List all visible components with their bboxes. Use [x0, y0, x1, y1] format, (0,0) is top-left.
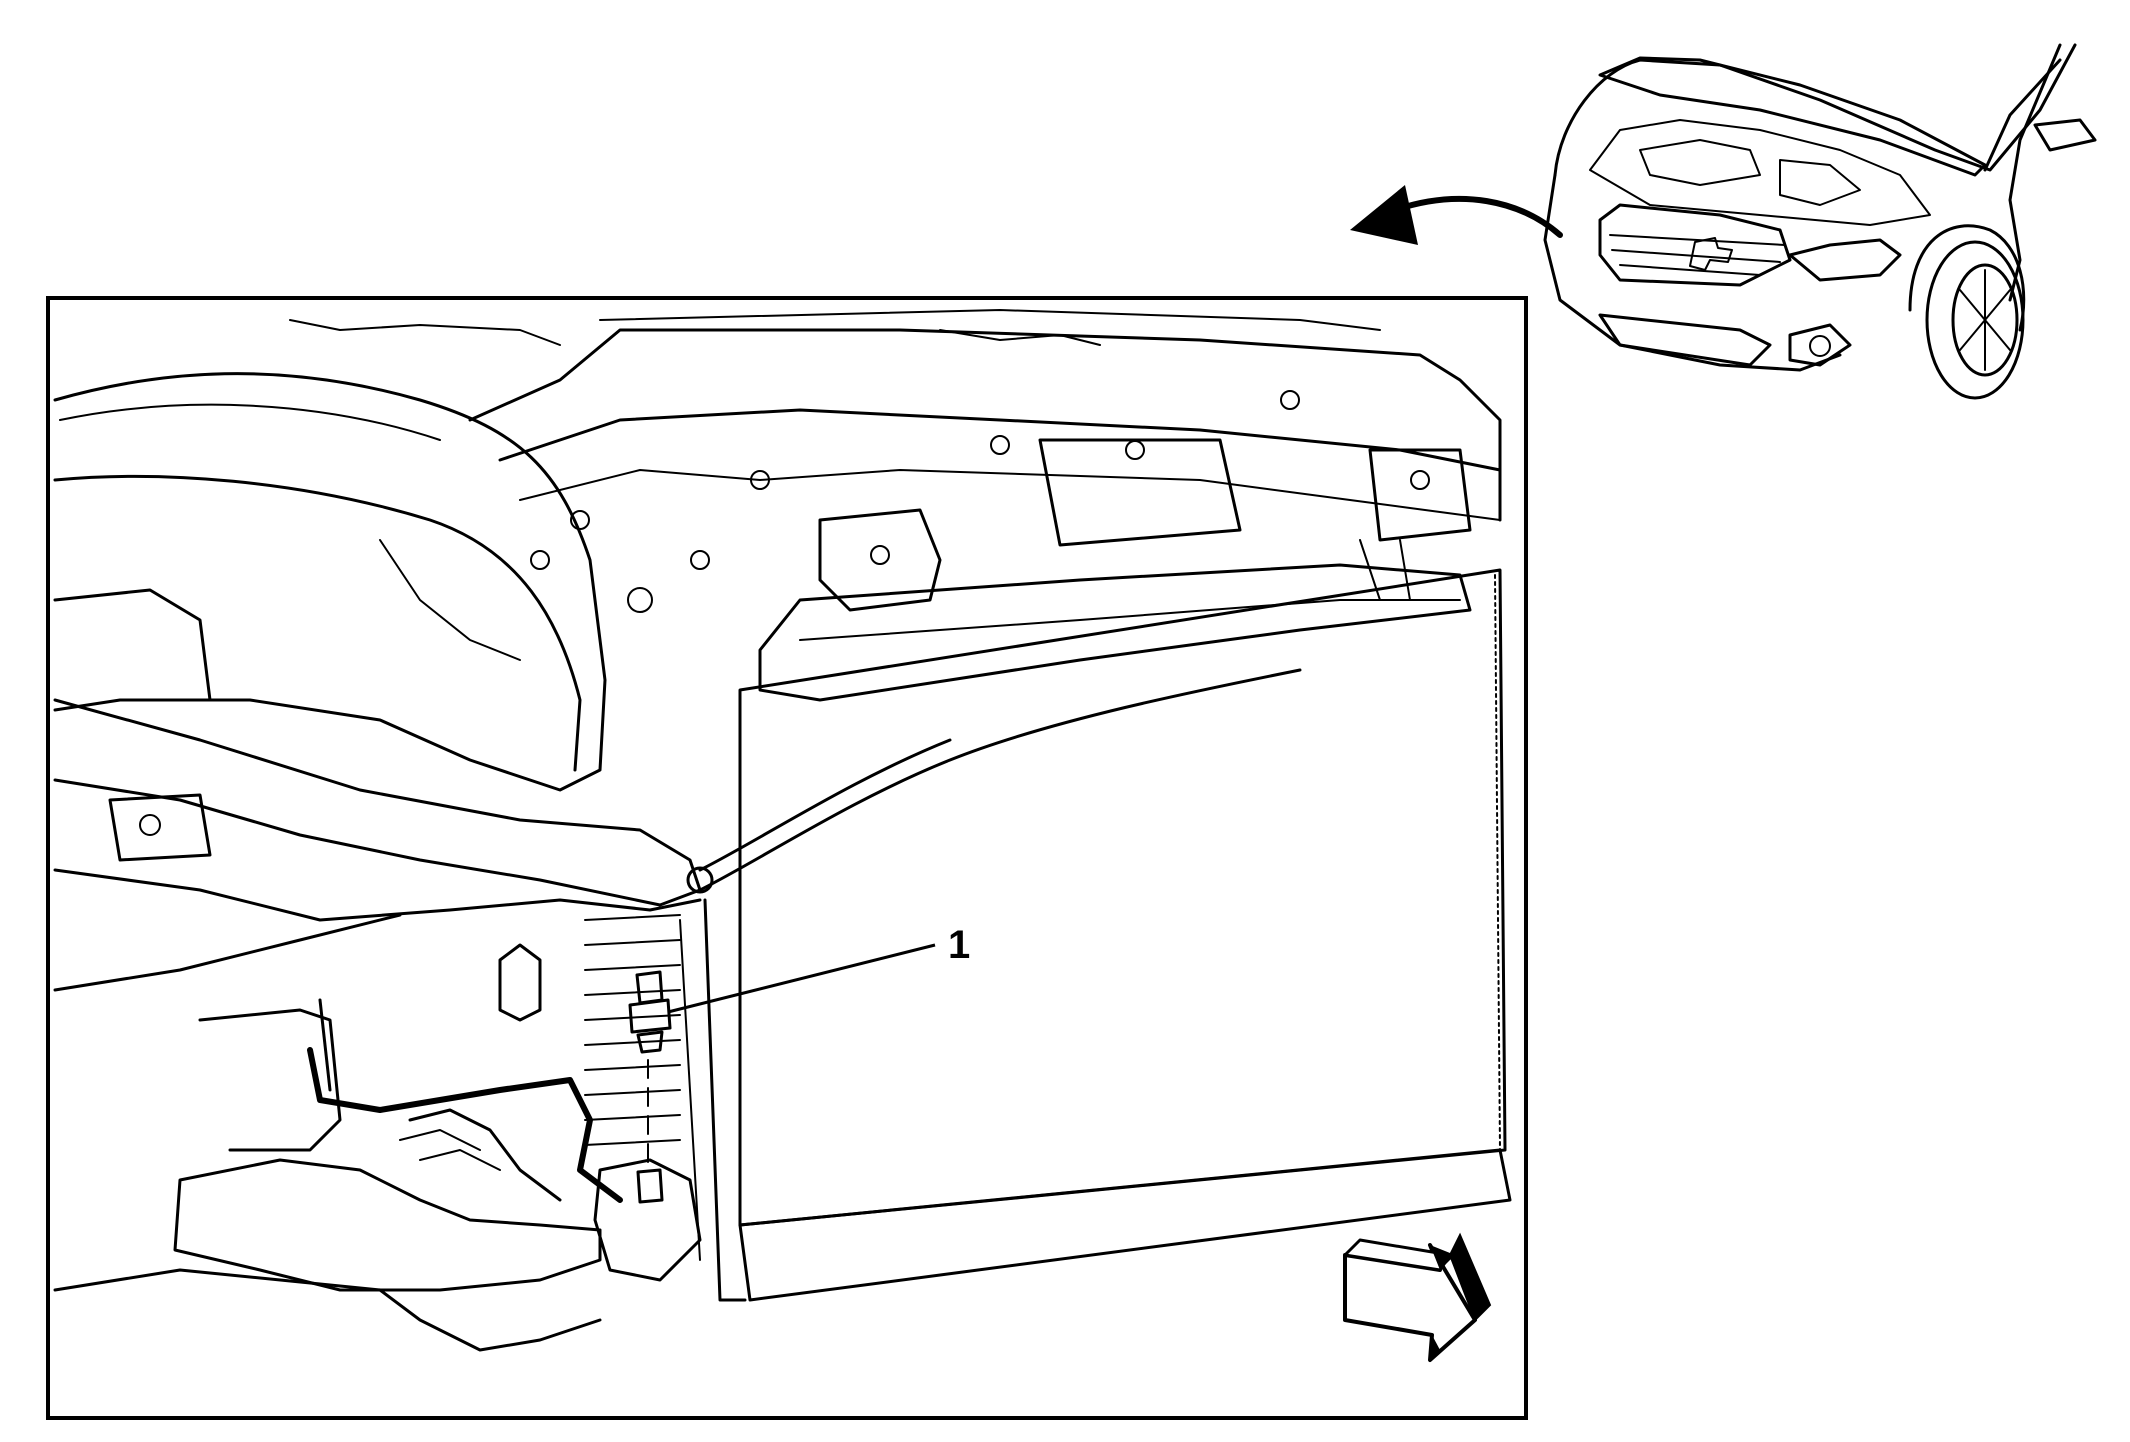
- front-end-detail-view: [53, 309, 1512, 1352]
- callout-1-label: 1: [948, 923, 970, 967]
- curved-arrow-icon: [1350, 185, 1563, 245]
- pressure-sensor-part: [628, 970, 672, 1204]
- direction-arrow-icon: [1343, 1232, 1492, 1362]
- callout-1-leader: [667, 943, 936, 1014]
- vehicle-locator-view: [1543, 43, 2097, 400]
- radiator-fins: [584, 914, 701, 1261]
- detail-view-frame: [46, 296, 1528, 1420]
- upper-support-bolts: [530, 390, 1430, 613]
